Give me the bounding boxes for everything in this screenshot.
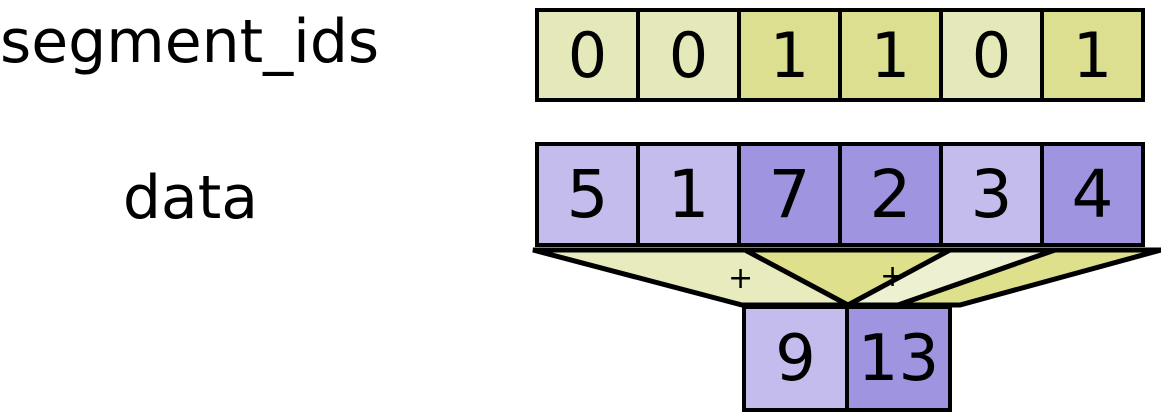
- data-row: 5 1 7 2 3 4: [535, 142, 1145, 247]
- data-cell: 7: [737, 142, 842, 247]
- output-cell: 13: [845, 305, 952, 412]
- segment-ids-row: 0 0 1 1 0 1: [535, 8, 1145, 102]
- cell-value: 3: [970, 156, 1013, 233]
- plus-operator-left: +: [728, 261, 754, 296]
- cell-value: 0: [971, 18, 1012, 92]
- cell-value: 5: [566, 156, 609, 233]
- segment-ids-cell: 1: [737, 8, 842, 102]
- cell-value: 0: [668, 18, 709, 92]
- cell-value: 0: [567, 18, 608, 92]
- cell-value: 1: [870, 18, 911, 92]
- cell-value: 4: [1071, 156, 1114, 233]
- segment-ids-cell: 0: [535, 8, 640, 102]
- plus-operator-right: +: [880, 259, 906, 294]
- cell-value: 1: [667, 156, 710, 233]
- data-cell: 3: [939, 142, 1044, 247]
- output-cell: 9: [742, 305, 849, 412]
- cell-value: 13: [857, 321, 940, 396]
- data-cell: 1: [636, 142, 741, 247]
- segment-ids-cell: 1: [838, 8, 943, 102]
- data-cell: 5: [535, 142, 640, 247]
- cell-value: 2: [869, 156, 912, 233]
- segment-ids-cell: 0: [939, 8, 1044, 102]
- funnel-segment-0-shape: [532, 247, 850, 308]
- segment-ids-label: segment_ids: [0, 7, 380, 77]
- data-cell: 2: [838, 142, 943, 247]
- segment-ids-cell: 1: [1040, 8, 1145, 102]
- cell-value: 9: [775, 321, 816, 396]
- data-cell: 4: [1040, 142, 1145, 247]
- cell-value: 1: [769, 18, 810, 92]
- segment-ids-cell: 0: [636, 8, 741, 102]
- cell-value: 1: [1072, 18, 1113, 92]
- cell-value: 7: [768, 156, 811, 233]
- output-row: 9 13: [742, 305, 952, 412]
- data-label: data: [122, 163, 258, 233]
- funnel-segment-1-shape: [739, 247, 962, 308]
